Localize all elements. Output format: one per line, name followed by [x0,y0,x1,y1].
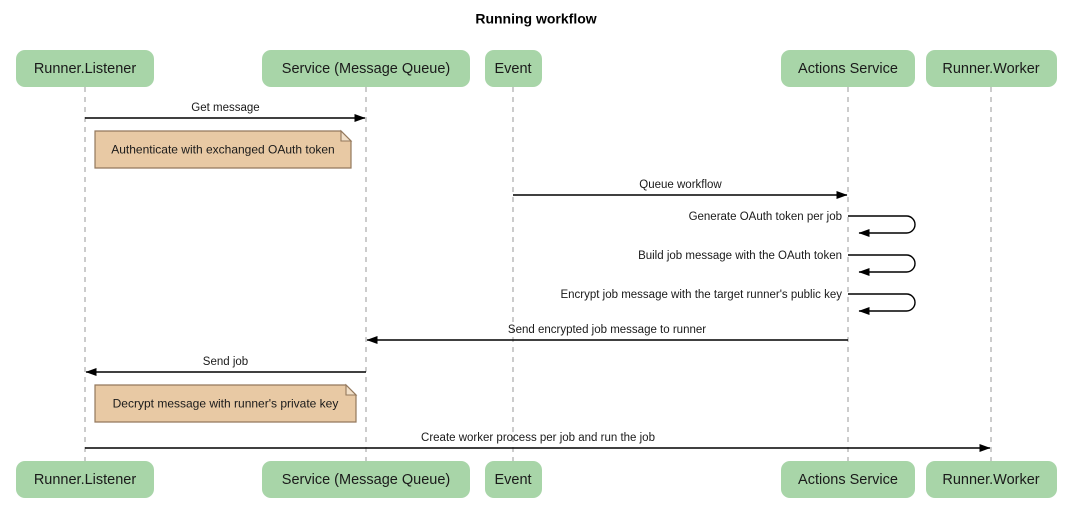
participant-box [926,50,1057,87]
message-label: Send job [203,356,248,368]
participant-actions-service-top[interactable]: Actions Service [781,50,915,87]
message-label: Create worker process per job and run th… [421,432,655,444]
message-label: Generate OAuth token per job [689,211,842,223]
participant-label: Event [494,472,531,488]
note-label: Decrypt message with runner's private ke… [113,397,339,411]
self-loop-path [848,215,916,237]
participant-label: Event [494,61,531,77]
participant-label: Service (Message Queue) [282,61,450,77]
note-body [94,384,357,423]
message-generate-oauth-token-per-job[interactable]: Generate OAuth token per job [689,211,916,237]
message-label: Queue workflow [639,179,722,191]
participant-runner-listener-bottom[interactable]: Runner.Listener [16,461,154,498]
note-body [94,130,352,169]
participant-label: Actions Service [798,61,898,77]
participant-label: Runner.Worker [942,61,1039,77]
participant-box [926,461,1057,498]
participant-box [16,50,154,87]
participant-service-message-queue-top[interactable]: Service (Message Queue) [262,50,470,87]
message-label: Send encrypted job message to runner [508,324,706,336]
message-encrypt-job-message-with-the-target-runners-public-key[interactable]: Encrypt job message with the target runn… [560,289,916,315]
lifelines-layer [84,87,992,461]
participant-box [781,461,915,498]
message-create-worker-process-per-job-and-run-the-job[interactable]: Create worker process per job and run th… [85,432,991,452]
participant-runner-listener-top[interactable]: Runner.Listener [16,50,154,87]
participant-service-message-queue-bottom[interactable]: Service (Message Queue) [262,461,470,498]
message-label: Build job message with the OAuth token [638,250,842,262]
participant-runner-worker-bottom[interactable]: Runner.Worker [926,461,1057,498]
participant-label: Runner.Listener [34,61,137,77]
participant-box [781,50,915,87]
message-build-job-message-with-the-oauth-token[interactable]: Build job message with the OAuth token [638,250,916,276]
participant-label: Runner.Listener [34,472,137,488]
participant-label: Runner.Worker [942,472,1039,488]
note-decrypt-message-with-runners-private-key: Decrypt message with runner's private ke… [94,383,358,423]
participant-actions-service-bottom[interactable]: Actions Service [781,461,915,498]
participant-event-bottom[interactable]: Event [485,461,542,498]
message-send-encrypted-job-message-to-runner[interactable]: Send encrypted job message to runner [366,324,848,344]
participant-box [16,461,154,498]
participant-event-top[interactable]: Event [485,50,542,87]
participant-label: Service (Message Queue) [282,472,450,488]
note-label: Authenticate with exchanged OAuth token [111,143,334,157]
participant-box [485,461,542,498]
notes-layer: Authenticate with exchanged OAuth tokenD… [94,129,358,423]
message-get-message[interactable]: Get message [85,102,366,122]
self-loop-path [848,293,916,315]
message-label: Encrypt job message with the target runn… [560,289,842,301]
note-authenticate-with-exchanged-oauth-token: Authenticate with exchanged OAuth token [94,129,353,169]
self-loop-path [848,254,916,276]
page-title: Running workflow [475,11,596,27]
participant-box [262,461,470,498]
message-send-job[interactable]: Send job [85,356,366,376]
note-fold-corner-icon [340,129,353,142]
message-label: Get message [191,102,259,114]
participant-label: Actions Service [798,472,898,488]
message-queue-workflow[interactable]: Queue workflow [513,179,848,199]
participant-box [485,50,542,87]
participant-box [262,50,470,87]
note-fold-corner-icon [345,383,358,396]
participant-runner-worker-top[interactable]: Runner.Worker [926,50,1057,87]
